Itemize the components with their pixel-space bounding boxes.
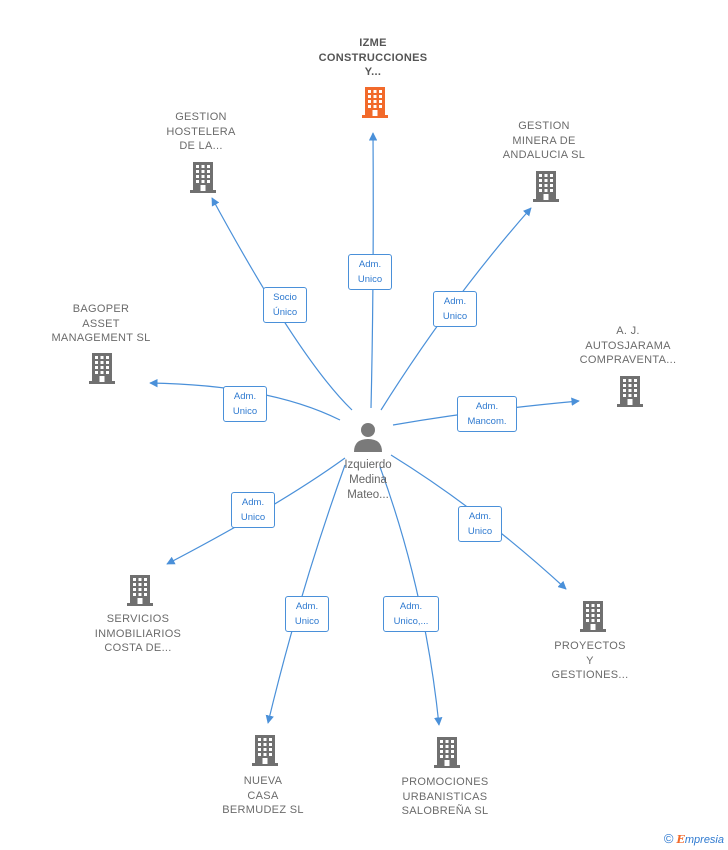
company-name-proyectos[interactable]: PROYECTOS Y GESTIONES... [551, 640, 629, 681]
relation-badge-bagoper[interactable]: Adm. Unico [223, 386, 267, 422]
building-icon[interactable] [580, 600, 606, 637]
relation-badge-nueva[interactable]: Adm. Unico [285, 596, 329, 632]
relation-badge-proyectos[interactable]: Adm. Unico [458, 506, 502, 542]
company-name-autosjarama[interactable]: A. J. AUTOSJARAMA COMPRAVENTA... [579, 325, 677, 366]
building-icon[interactable] [190, 161, 216, 198]
building-icon[interactable] [533, 170, 559, 207]
edge-nueva [265, 464, 346, 724]
edge-promociones [379, 466, 443, 726]
brand-logo-text: mpresia [684, 834, 724, 846]
company-name-promociones[interactable]: PROMOCIONES URBANISTICAS SALOBREÑA SL [401, 776, 489, 817]
footer-brand: © Empresia [664, 831, 724, 846]
company-name-bagoper[interactable]: BAGOPER ASSET MANAGEMENT SL [51, 303, 151, 344]
person-icon[interactable] [354, 423, 382, 452]
copyright-icon: © [663, 831, 674, 846]
brand-logo-letter: E [676, 833, 685, 846]
company-name-servicios[interactable]: SERVICIOS INMOBILIARIOS COSTA DE... [94, 613, 182, 654]
company-name-hostelera[interactable]: GESTION HOSTELERA DE LA... [166, 111, 236, 152]
company-name-minera[interactable]: GESTION MINERA DE ANDALUCIA SL [502, 120, 586, 161]
building-icon[interactable] [252, 734, 278, 771]
person-name[interactable]: Izquierdo Medina Mateo... [344, 459, 392, 501]
relation-badge-hostelera[interactable]: Socio Único [263, 287, 307, 323]
relation-badge-minera[interactable]: Adm. Unico [433, 291, 477, 327]
edge-hostelera [211, 197, 353, 411]
relation-badge-promociones[interactable]: Adm. Unico,... [383, 596, 439, 632]
company-name-izme[interactable]: IZME CONSTRUCCIONES Y... [318, 37, 428, 78]
relation-badge-izme[interactable]: Adm. Unico [348, 254, 392, 290]
company-name-nueva[interactable]: NUEVA CASA BERMUDEZ SL [222, 775, 304, 816]
building-icon[interactable] [434, 736, 460, 773]
building-icon[interactable] [362, 86, 388, 123]
relation-badge-autosjarama[interactable]: Adm. Mancom. [457, 396, 517, 432]
building-icon[interactable] [89, 352, 115, 389]
building-icon[interactable] [617, 375, 643, 412]
building-icon[interactable] [127, 574, 153, 611]
relation-badge-servicios[interactable]: Adm. Unico [231, 492, 275, 528]
